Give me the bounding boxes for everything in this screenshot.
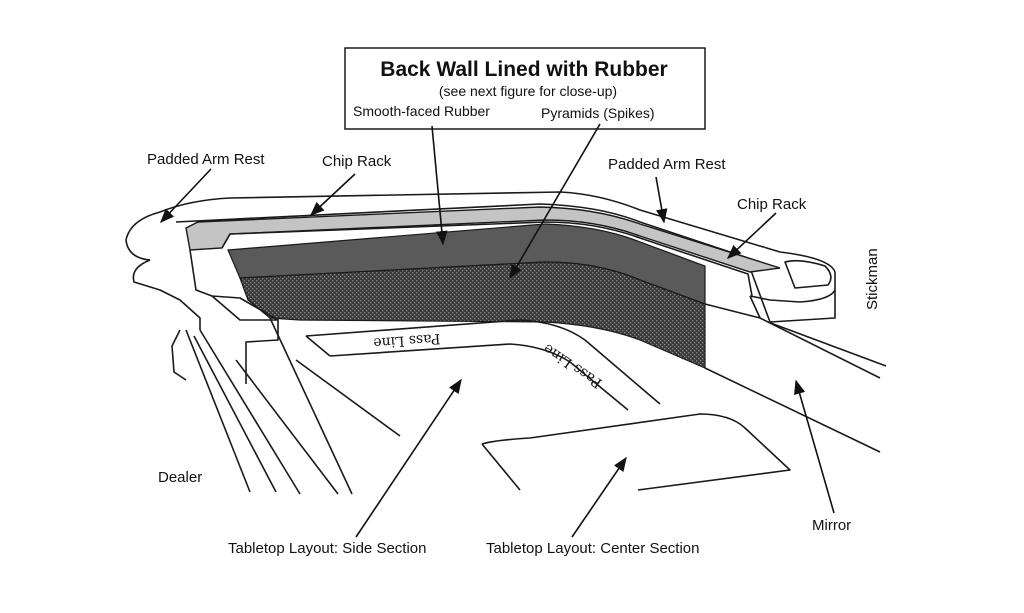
pass-line-label-back: Pass Line [373,330,441,351]
tabletop-center-section-label: Tabletop Layout: Center Section [486,540,699,557]
mirror-label: Mirror [812,517,851,534]
smooth-rubber-label: Smooth-faced Rubber [353,103,490,119]
pyramid-spikes-rubber [239,261,706,369]
chip-rack-left-label: Chip Rack [322,153,392,170]
padded-arm-rest [125,191,836,330]
padded-arm-rest-right-label: Padded Arm Rest [608,156,726,173]
diagram-title: Back Wall Lined with Rubber [380,58,667,81]
diagram-subtitle: (see next figure for close-up) [439,83,617,99]
table-right-side [704,295,887,453]
table-left-end [171,249,353,495]
callout-arrows [160,123,835,538]
tabletop-side-section-label: Tabletop Layout: Side Section [228,540,426,557]
dealer-label: Dealer [158,469,202,486]
pyramids-label: Pyramids (Spikes) [541,105,655,121]
stickman-label: Stickman [864,248,881,310]
tabletop-layout-side-section [295,319,661,437]
chip-rack [185,206,781,273]
tabletop-layout-center-section [481,413,791,491]
padded-arm-rest-left-label: Padded Arm Rest [147,151,265,168]
chip-rack-right-label: Chip Rack [737,196,807,213]
title-box: Back Wall Lined with Rubber (see next fi… [344,47,706,130]
pass-line-label-side: Pass Line [541,340,606,391]
